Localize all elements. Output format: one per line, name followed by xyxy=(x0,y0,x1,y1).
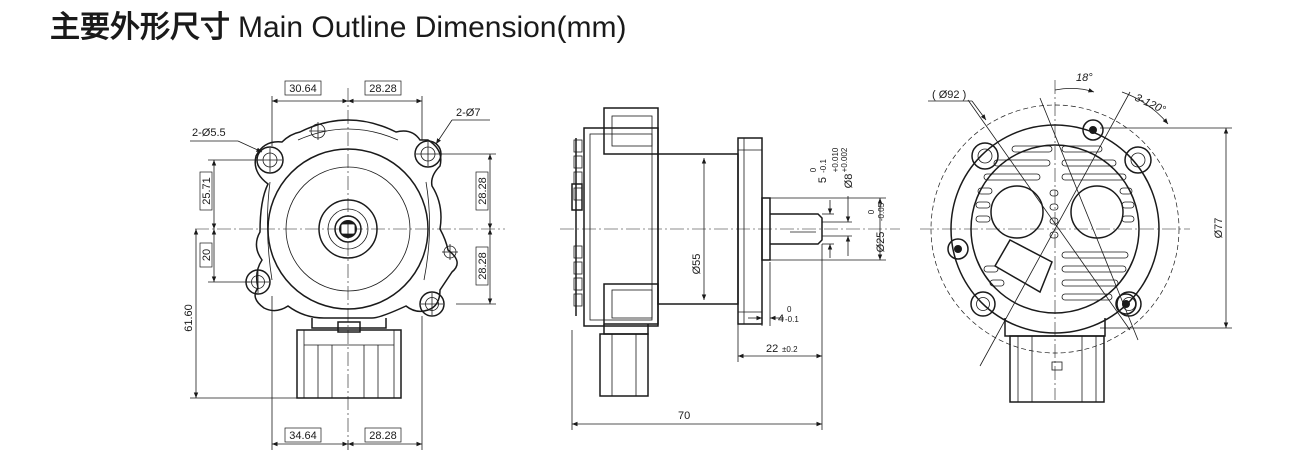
front-flange-inner-right xyxy=(423,181,430,281)
dim-body-dia: Ø55 xyxy=(691,254,703,275)
rear-lug-top-left xyxy=(971,142,999,170)
rear-boss-left xyxy=(990,185,1044,239)
title-chinese: 主要外形尺寸 xyxy=(50,10,230,45)
side-flange xyxy=(737,137,763,325)
side-rear-housing xyxy=(583,127,659,327)
side-connector-body xyxy=(599,333,649,397)
dim-flange-thk-tol-top: 0 xyxy=(787,305,792,314)
dim-angle-offset: 18° xyxy=(1076,72,1093,84)
front-body-circle xyxy=(267,148,429,310)
dim-shaft-step: 5 xyxy=(817,177,829,183)
side-small-connector xyxy=(571,183,583,211)
dim-bottom-left-width: 34.64 xyxy=(289,430,317,442)
rear-mount-hole-1 xyxy=(1082,119,1104,141)
rear-mount-hole-3 xyxy=(1115,293,1137,315)
dim-flange-thk: 4 xyxy=(778,313,784,325)
side-upper-boss xyxy=(603,107,659,155)
dim-shaft-step-tol-bot: -0.1 xyxy=(819,159,828,173)
dim-shaft-dia-tol-top: +0.010 xyxy=(831,147,840,172)
dim-pilot-dia-tol-bot: -0.05 xyxy=(877,202,886,221)
front-connector-neck xyxy=(311,318,387,329)
front-shaft-circle xyxy=(334,215,362,243)
title-english: Main Outline Dimension(mm) xyxy=(238,11,627,44)
front-pilot-circle xyxy=(285,166,411,292)
rear-cooling-slots xyxy=(975,145,1135,301)
side-shaft xyxy=(770,213,823,245)
dim-pilot-dia: Ø25 xyxy=(875,232,887,253)
side-terminal-pins xyxy=(573,139,583,307)
dim-mount-hole-right: 2-Ø7 xyxy=(456,107,480,119)
dim-shaft-len: 22 xyxy=(766,343,778,355)
dim-left-lower: 20 xyxy=(201,249,213,261)
dim-overall-height: 61.60 xyxy=(183,304,195,332)
dim-holes-pattern: 3-120° xyxy=(1133,92,1168,117)
dim-overall-len: 70 xyxy=(678,410,690,422)
dim-shaft-len-tol: ±0.2 xyxy=(782,345,798,354)
dim-left-upper: 25.71 xyxy=(201,177,213,205)
dim-top-right-width: 28.28 xyxy=(369,83,397,95)
rear-connector-body xyxy=(1009,335,1105,403)
rear-connector-key xyxy=(1051,361,1063,371)
dim-bottom-right-width: 28.28 xyxy=(369,430,397,442)
rear-lug-bottom-right xyxy=(1116,291,1142,317)
dim-right-lower: 28.28 xyxy=(477,252,489,280)
rear-mount-hole-2 xyxy=(947,238,969,260)
side-view: Ø55 5 0 -0.1 Ø8 +0.010 +0.002 Ø xyxy=(560,107,900,430)
rear-view: ( Ø92 ) 18° 3-120° Ø77 xyxy=(920,72,1232,403)
dim-shaft-dia: Ø8 xyxy=(843,174,855,189)
front-hub-circle xyxy=(318,199,378,259)
rear-leader-line xyxy=(1039,97,1139,341)
rear-bolt-circle xyxy=(930,104,1180,354)
dim-shaft-step-tol-top: 0 xyxy=(809,167,818,172)
front-connector-latch xyxy=(337,321,361,333)
dim-right-upper: 28.28 xyxy=(477,177,489,205)
dim-shaft-dia-tol-bot: +0.002 xyxy=(840,147,849,172)
dim-pilot-dia-tol-top: 0 xyxy=(867,209,876,214)
front-housing-outline xyxy=(254,119,458,319)
front-flange-inner-top xyxy=(297,128,399,141)
dim-mount-hole-left: 2-Ø5.5 xyxy=(192,127,226,139)
rear-lug-top-right xyxy=(1124,146,1152,174)
dim-bolt-circle: ( Ø92 ) xyxy=(932,89,966,101)
front-connector-body xyxy=(296,329,402,399)
mount-hole-bottom-right xyxy=(419,291,445,317)
rear-housing-outline xyxy=(950,124,1160,334)
dim-housing-dia: Ø77 xyxy=(1213,218,1225,239)
front-view: 30.64 28.28 2-Ø5.5 2-Ø7 25.71 20 61.60 2… xyxy=(183,80,505,450)
rear-cover xyxy=(970,144,1140,314)
rear-lug-bottom-left xyxy=(970,291,996,317)
dim-top-left-width: 30.64 xyxy=(289,83,317,95)
side-pilot xyxy=(761,197,771,261)
dim-flange-thk-tol-bot: -0.1 xyxy=(785,315,799,324)
